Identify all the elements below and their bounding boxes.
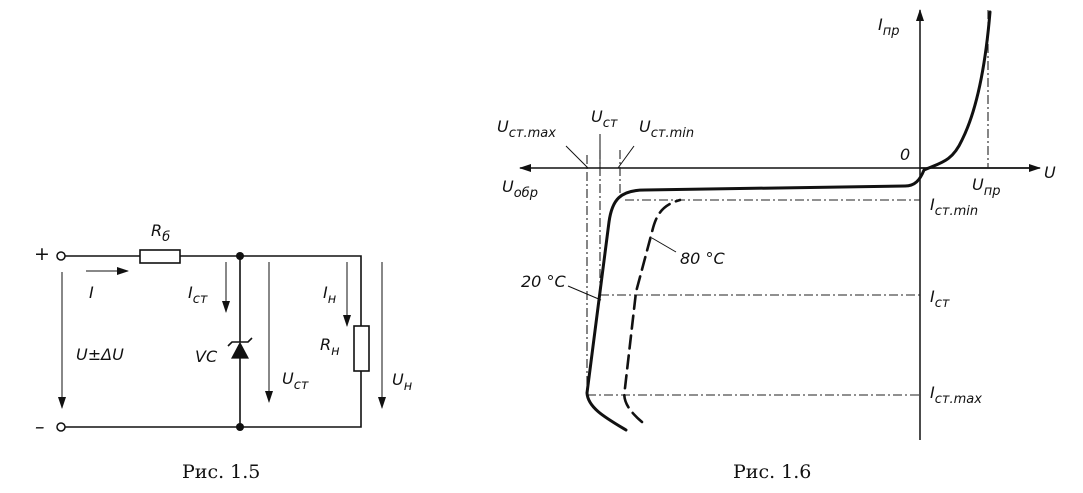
i-st-max-label: Iст.max	[930, 383, 982, 407]
input-voltage-label: U±ΔU	[76, 345, 124, 364]
load-resistor-label: Rн	[320, 335, 340, 359]
top-wire-right	[180, 255, 362, 326]
zener-current-label: Iст	[188, 283, 208, 307]
x-axis-label: U	[1044, 163, 1056, 182]
fig5-caption: Рис. 1.5	[182, 461, 260, 483]
current-i-label: I	[89, 283, 94, 302]
i-st-label: Iст	[930, 287, 950, 311]
u-st-min-leader	[617, 145, 635, 169]
stab-voltage-label: Uст	[282, 369, 309, 393]
u-st-min-label: Uст.min	[639, 117, 694, 141]
u-st-max-label: Uст.max	[497, 117, 556, 141]
y-axis-label: Iпр	[878, 15, 899, 39]
i-st-min-label: Iст.min	[930, 195, 978, 219]
zener-diode-symbol	[227, 337, 253, 359]
load-current-label: Iн	[323, 283, 337, 307]
diode-label: VC	[195, 347, 218, 366]
zener-circuit: + – Rб I U±ΔU Iст VC Uст Iн Rн Uн Рис. 1…	[34, 221, 413, 483]
t80-leader	[651, 237, 677, 253]
t80-label: 80 °C	[680, 249, 725, 268]
origin-label: 0	[900, 145, 910, 164]
u-fwd-label: Uпр	[972, 175, 1000, 199]
curve-20c	[585, 10, 992, 432]
zener-iv-characteristic: Iпр U 0 Uобр Uпр Uст.max Uст Uст.min Iст…	[497, 9, 1056, 483]
minus-label: –	[35, 416, 45, 438]
bottom-wire	[65, 371, 362, 428]
fig6-caption: Рис. 1.6	[733, 461, 811, 483]
input-terminal-top	[56, 251, 66, 261]
ballast-resistor	[139, 249, 181, 264]
load-voltage-label: Uн	[392, 370, 413, 394]
u-rev-label: Uобр	[502, 177, 538, 201]
input-terminal-bottom	[56, 422, 66, 432]
plus-label: +	[34, 243, 50, 265]
curve-80c	[622, 198, 682, 424]
u-st-label: Uст	[591, 107, 618, 131]
t20-label: 20 °C	[521, 272, 566, 291]
load-resistor	[353, 325, 370, 372]
ballast-resistor-label: Rб	[151, 221, 170, 245]
t20-leader	[567, 285, 602, 301]
u-st-max-leader	[565, 145, 589, 169]
